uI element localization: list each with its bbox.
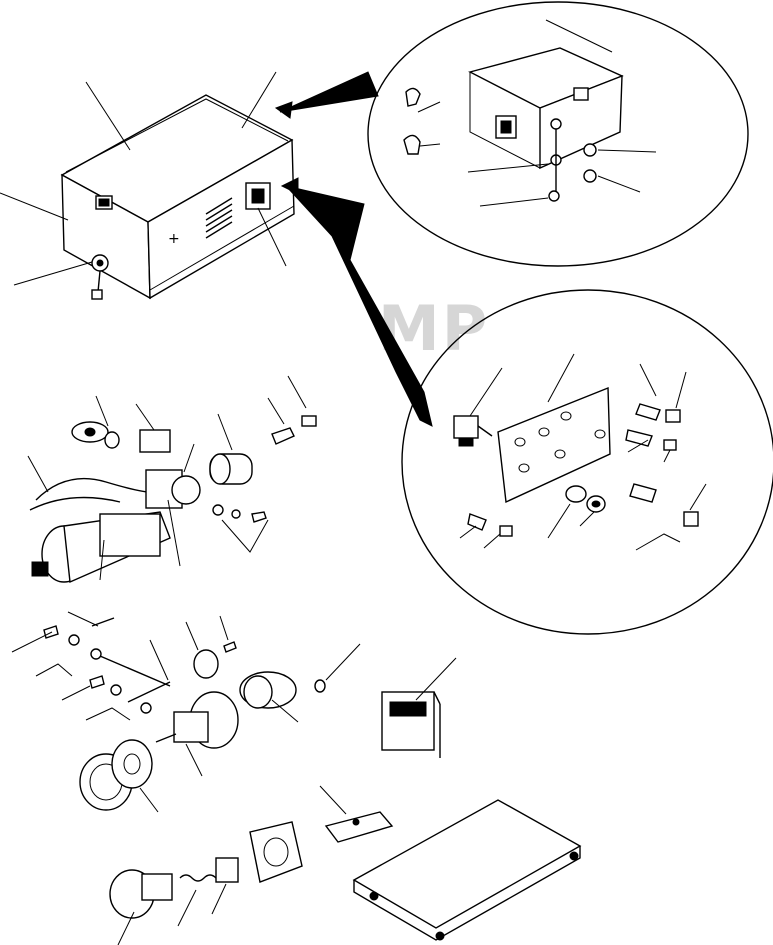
snap-ring: [314, 679, 326, 693]
leader-line: [139, 787, 159, 813]
indicator-lamp: [635, 403, 681, 423]
detail-box-upper: [403, 47, 624, 202]
leader-line: [149, 639, 169, 681]
washer: [565, 485, 587, 503]
leader-line: [325, 643, 361, 681]
leader-line: [689, 483, 707, 511]
fitting: [271, 427, 295, 445]
control-box: +: [60, 94, 295, 300]
leader-line: [185, 621, 199, 651]
leader-line: [417, 101, 441, 113]
leader-line: [597, 149, 657, 153]
leader-line: [99, 539, 105, 581]
leader-line: [95, 395, 109, 427]
leader-line: [67, 611, 99, 627]
leader-line: [85, 81, 131, 151]
leader-line: [419, 143, 441, 147]
leader-line: [241, 71, 277, 129]
leader-line: [217, 413, 233, 451]
leader-line: [547, 353, 575, 403]
solenoid: [193, 649, 219, 679]
leader-line: [635, 533, 681, 551]
leader-line: [287, 375, 307, 409]
spring-retainer: [215, 857, 239, 883]
leader-line: [547, 503, 571, 539]
panel-plate: [497, 386, 611, 504]
leader-line: [319, 785, 347, 815]
flange-housing: [249, 821, 303, 883]
leader-line: [219, 615, 229, 641]
leader-line: [221, 519, 269, 553]
indicator-lamp: [629, 483, 699, 527]
leader-line: [167, 499, 181, 567]
svg-text:+: +: [168, 231, 180, 247]
leader-line: [11, 631, 53, 653]
arrow-head-icon: [280, 177, 299, 195]
switch-panel-detail: [453, 386, 699, 537]
leader-line: [271, 699, 299, 723]
leader-line: [185, 743, 203, 777]
wire-harness: [35, 477, 157, 501]
leader-line: [663, 449, 671, 463]
indicator-lamp: [625, 429, 677, 451]
leader-line: [35, 663, 73, 677]
detail-circle-lower: [401, 289, 773, 635]
callout-wedge-lower: [284, 185, 433, 427]
rubber-pad: [324, 811, 394, 843]
leader-line: [459, 525, 477, 539]
base-plate: [352, 799, 582, 941]
clip-part: [403, 134, 421, 155]
leader-line: [117, 911, 135, 945]
leader-line: [469, 367, 503, 417]
toggle-switch: [453, 415, 479, 439]
leader-line: [579, 511, 595, 527]
leader-line: [267, 397, 285, 425]
leader-line: [597, 175, 641, 193]
leader-line: [177, 889, 197, 927]
pump-assembly: [109, 821, 303, 919]
callout-wedge-upper: [279, 71, 379, 113]
spring: [179, 874, 217, 882]
leader-line: [0, 192, 69, 221]
leader-line: [211, 883, 227, 915]
clip-part: [405, 87, 421, 107]
leader-line: [639, 363, 657, 397]
leader-line: [675, 371, 687, 409]
leader-line: [85, 707, 131, 721]
motor-body: [99, 513, 161, 557]
leader-line: [483, 533, 501, 549]
leader-line: [415, 657, 457, 701]
starter-block: [173, 711, 209, 743]
leader-line: [545, 19, 613, 53]
fan-wheel: [111, 739, 153, 789]
leader-line: [627, 439, 649, 453]
module-body: [381, 691, 435, 751]
leader-line: [135, 403, 155, 431]
leader-line: [61, 685, 91, 701]
vent-louvers: [205, 197, 233, 239]
arrow-head-icon: [274, 101, 293, 119]
leader-line: [183, 443, 195, 473]
leader-line: [479, 197, 549, 207]
motor-assembly: [29, 415, 317, 584]
leader-line: [27, 455, 49, 493]
leader-line: [13, 261, 93, 286]
leader-line: [467, 163, 549, 173]
relay-block: [139, 429, 171, 453]
starter-assembly: [43, 617, 326, 811]
detail-circle-upper: [367, 1, 749, 267]
leader-line: [257, 207, 287, 267]
control-module: [381, 691, 441, 758]
